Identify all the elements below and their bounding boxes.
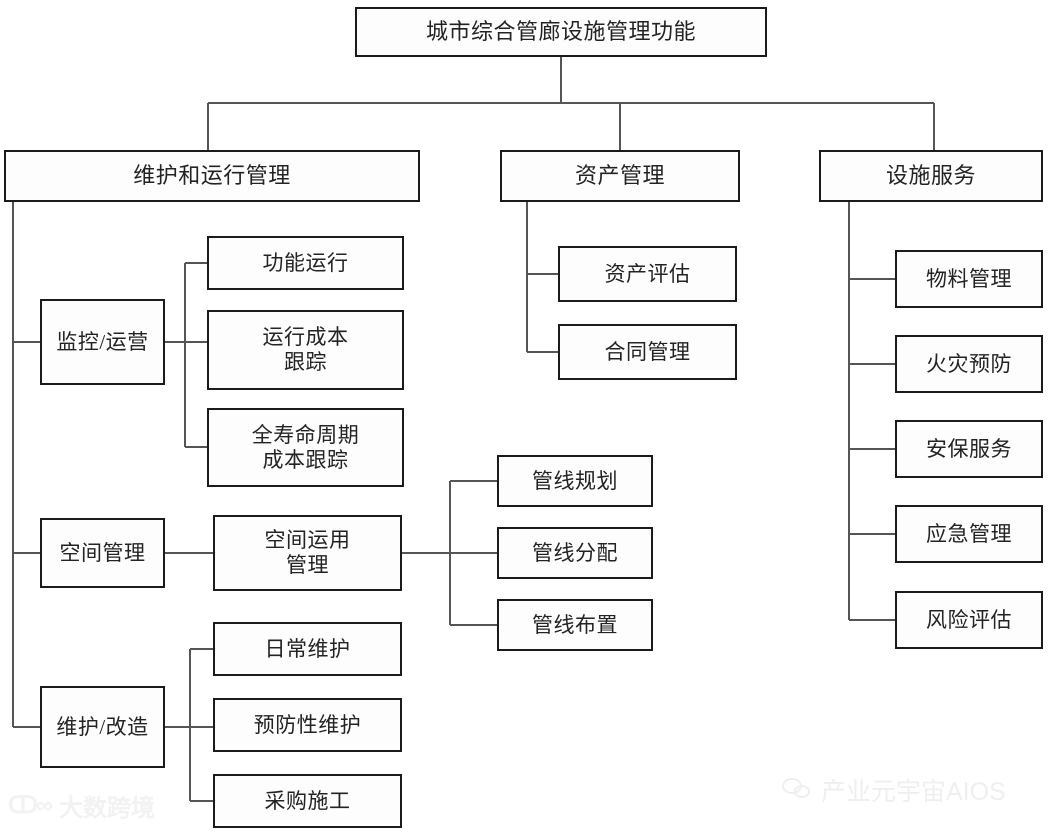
node-procurement-construction[interactable]: 采购施工 [213, 774, 402, 828]
node-root[interactable]: 城市综合管廊设施管理功能 [355, 7, 767, 57]
watermark-bottom-right: 产业元宇宙AIOS [782, 772, 1006, 808]
node-risk-assessment[interactable]: 风险评估 [895, 591, 1043, 649]
node-maintenance-renovation[interactable]: 维护/改造 [40, 686, 165, 768]
node-space-management[interactable]: 空间管理 [40, 518, 165, 588]
node-asset-management[interactable]: 资产管理 [500, 150, 740, 202]
node-contract-management[interactable]: 合同管理 [558, 324, 737, 380]
node-daily-maintenance[interactable]: 日常维护 [213, 622, 402, 676]
node-function-operation[interactable]: 功能运行 [207, 236, 404, 290]
node-pipeline-layout[interactable]: 管线布置 [497, 599, 653, 651]
node-emergency-management[interactable]: 应急管理 [895, 505, 1043, 563]
node-material-management[interactable]: 物料管理 [895, 250, 1043, 308]
node-fire-prevention[interactable]: 火灾预防 [895, 335, 1043, 393]
watermark-bottom-left: ↀ∞ 大数跨境 [8, 788, 155, 823]
wechat-icon [782, 778, 812, 802]
watermark-bottom-left-text: 大数跨境 [59, 795, 155, 822]
node-lifecycle-cost-tracking[interactable]: 全寿命周期 成本跟踪 [207, 408, 404, 487]
node-security-service[interactable]: 安保服务 [895, 420, 1043, 478]
node-monitoring-operation[interactable]: 监控/运营 [40, 299, 165, 385]
dashu-logo-icon: ↀ∞ [8, 792, 53, 819]
node-operation-cost-tracking[interactable]: 运行成本 跟踪 [207, 310, 404, 390]
node-space-utilization-management[interactable]: 空间运用 管理 [213, 515, 402, 591]
node-pipeline-planning[interactable]: 管线规划 [497, 455, 653, 507]
watermark-bottom-right-text: 产业元宇宙AIOS [821, 778, 1006, 806]
node-facility-service[interactable]: 设施服务 [819, 150, 1043, 202]
node-pipeline-allocation[interactable]: 管线分配 [497, 527, 653, 579]
node-preventive-maintenance[interactable]: 预防性维护 [213, 698, 402, 752]
node-maintenance-operation[interactable]: 维护和运行管理 [4, 150, 420, 202]
node-asset-evaluation[interactable]: 资产评估 [558, 246, 737, 302]
